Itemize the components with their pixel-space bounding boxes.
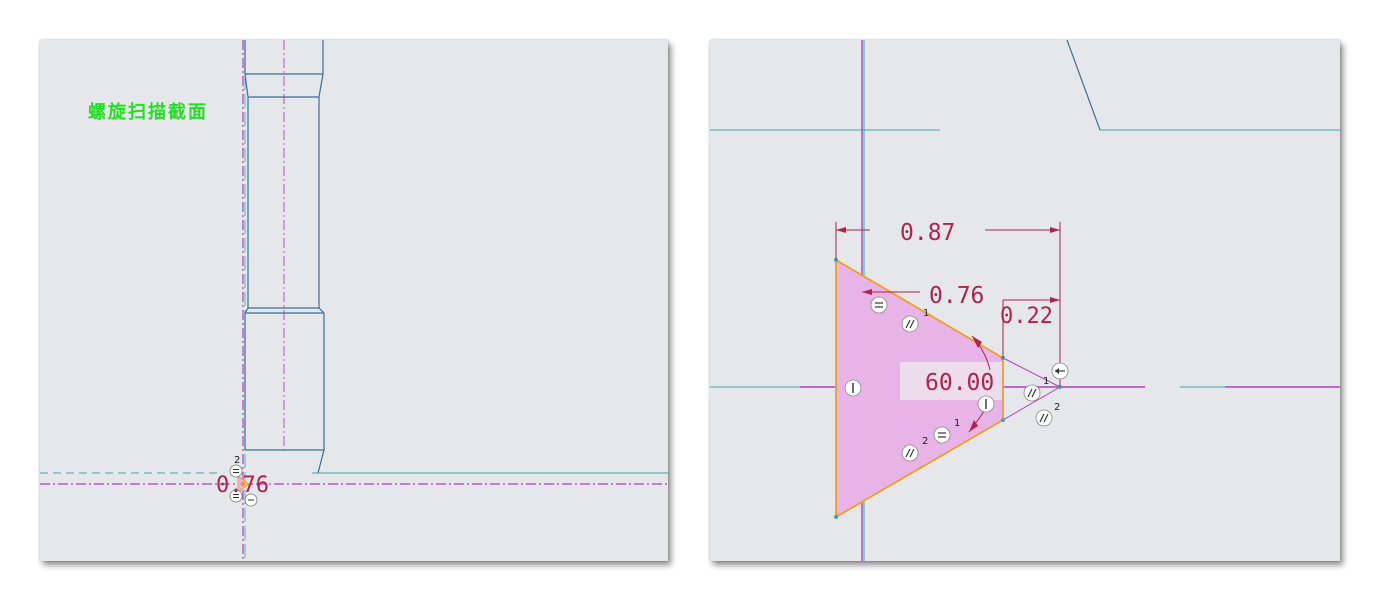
vertex-point[interactable] xyxy=(1001,418,1005,422)
part-edge-slanted xyxy=(1066,40,1101,131)
parallel-constraint-icon[interactable] xyxy=(1023,384,1041,402)
dimension-small[interactable]: 0.22 xyxy=(1000,304,1053,329)
dimension-width[interactable]: 0.87 xyxy=(900,220,955,246)
vertical-constraint-icon[interactable] xyxy=(977,395,995,413)
constraint-number: 1 xyxy=(954,418,960,429)
construction-line-upper xyxy=(1002,357,1061,388)
dimension-angle[interactable]: 60.00 xyxy=(925,370,994,396)
center-point-icon xyxy=(240,481,246,487)
constraint-number: 1 xyxy=(923,308,929,319)
vertical-constraint-icon[interactable] xyxy=(844,379,862,397)
section-label: 螺旋扫描截面 xyxy=(88,102,208,123)
equal-constraint-icon[interactable] xyxy=(229,489,243,503)
vertex-point[interactable] xyxy=(834,515,838,519)
parallel-constraint-icon[interactable] xyxy=(1035,409,1053,427)
part-outline xyxy=(244,40,325,474)
constraint-number: 2 xyxy=(922,436,928,447)
equal-constraint-icon[interactable] xyxy=(933,426,951,444)
equal-constraint-icon[interactable] xyxy=(870,296,888,314)
equal-constraint-icon[interactable] xyxy=(229,464,243,478)
tangent-arrow-icon[interactable] xyxy=(244,493,258,507)
sketch-canvas-right[interactable]: 0.87 0.76 0.22 60.00 xyxy=(710,40,1340,561)
right-sketch-drawing: 0.87 0.76 0.22 60.00 xyxy=(710,40,1340,561)
constraint-number: 2 xyxy=(1054,402,1060,413)
parallel-constraint-icon[interactable] xyxy=(901,315,919,333)
sketch-canvas-left[interactable]: 螺旋扫描截面 0.76 2 xyxy=(40,40,668,561)
parallel-constraint-icon[interactable] xyxy=(901,444,919,462)
constraint-number: 1 xyxy=(1043,376,1049,387)
dimension-offset[interactable]: 0.76 xyxy=(929,283,984,309)
angle-value-box xyxy=(900,362,1002,400)
construction-line-lower xyxy=(1002,386,1061,421)
left-sketch-drawing xyxy=(40,40,668,561)
tangent-arrow-icon[interactable] xyxy=(1051,362,1069,380)
dimension-arrowheads xyxy=(836,227,1060,432)
